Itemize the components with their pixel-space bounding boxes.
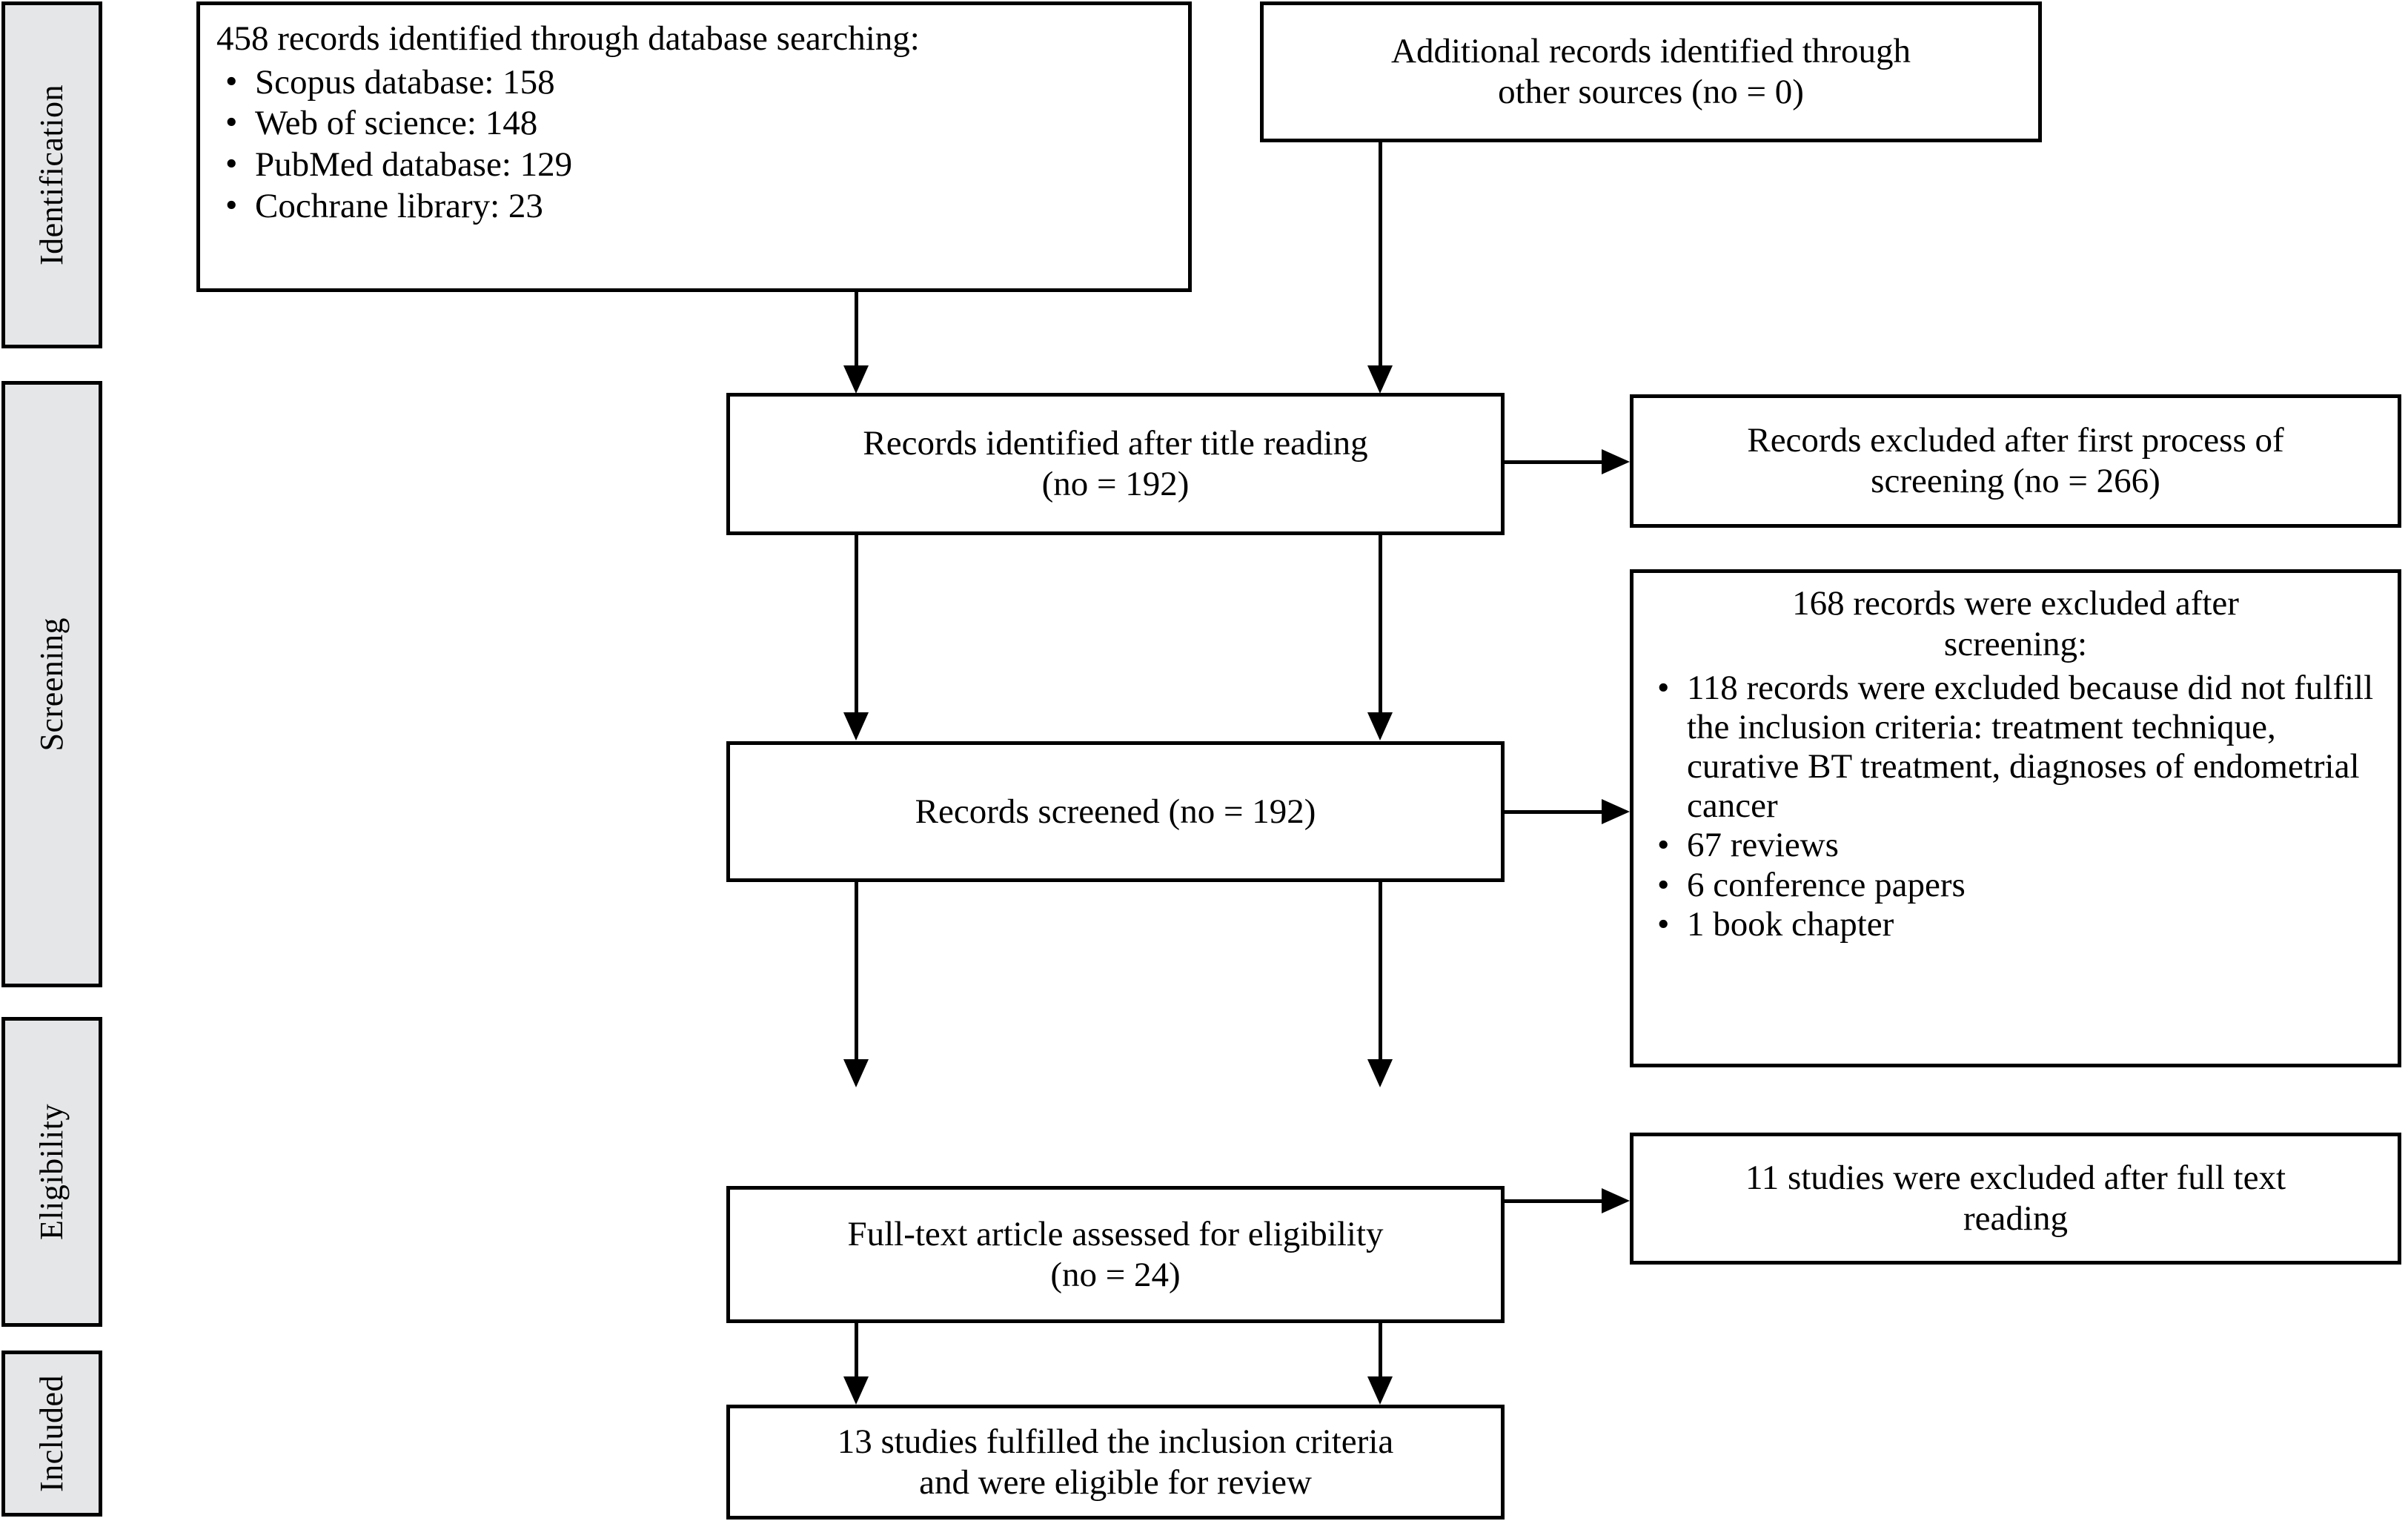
stage-label-identification-text: Identification [33,84,70,265]
arrow-fulltext-to-included-left [843,1376,869,1405]
connector-fulltext-to-included-right [1379,1323,1382,1381]
list-item: 1 book chapter [1657,904,2383,946]
box-excluded-first-text: Records excluded after first process of … [1747,421,2284,500]
connector-title-to-excluded-first [1505,460,1605,464]
box-excluded-screening-list: 118 records were excluded because did no… [1648,668,2383,946]
connector-title-to-screened-left [855,535,858,717]
arrow-other-sources-to-title [1367,365,1393,394]
stage-label-screening-text: Screening [33,617,70,752]
box-database-search: 458 records identified through database … [196,1,1192,292]
connector-other-sources-to-title [1379,142,1382,370]
stage-label-eligibility-text: Eligibility [33,1104,70,1240]
box-database-search-list: Scopus database: 158 Web of science: 148… [216,62,1172,228]
arrow-fulltext-to-excluded [1602,1188,1630,1213]
connector-screened-to-fulltext-right [1379,882,1382,1064]
box-excluded-fulltext-text: 11 studies were excluded after full text… [1745,1159,2286,1238]
arrow-title-to-screened-left [843,712,869,740]
connector-database-to-title [855,292,858,370]
box-records-screened-text: Records screened (no = 192) [915,792,1316,831]
box-other-sources-text: Additional records identified through ot… [1391,32,1911,111]
connector-fulltext-to-included-left [855,1323,858,1381]
list-item: PubMed database: 129 [225,144,1172,186]
list-item: Scopus database: 158 [225,62,1172,104]
box-database-search-heading: 458 records identified through database … [216,19,920,58]
box-included-final: 13 studies fulfilled the inclusion crite… [726,1405,1505,1520]
box-excluded-fulltext: 11 studies were excluded after full text… [1630,1133,2401,1265]
box-fulltext-eligibility-text: Full-text article assessed for eligibili… [847,1214,1384,1294]
list-item: 6 conference papers [1657,865,2383,907]
connector-screened-to-excluded [1505,810,1605,814]
connector-title-to-screened-right [1379,535,1382,717]
list-item: Cochrane library: 23 [225,185,1172,228]
box-included-final-text: 13 studies fulfilled the inclusion crite… [837,1422,1394,1502]
arrow-screened-to-fulltext-left [843,1059,869,1087]
box-excluded-screening: 168 records were excluded after screenin… [1630,569,2401,1067]
arrow-screened-to-excluded [1602,799,1630,824]
stage-label-included-text: Included [33,1375,70,1492]
arrow-database-to-title [843,365,869,394]
box-other-sources: Additional records identified through ot… [1260,1,2042,142]
arrow-screened-to-fulltext-right [1367,1059,1393,1087]
stage-label-eligibility: Eligibility [1,1017,102,1327]
box-title-reading-text: Records identified after title reading (… [863,424,1368,503]
arrow-title-to-screened-right [1367,712,1393,740]
list-item: Web of science: 148 [225,102,1172,145]
box-fulltext-eligibility: Full-text article assessed for eligibili… [726,1186,1505,1323]
box-title-reading: Records identified after title reading (… [726,393,1505,535]
stage-label-included: Included [1,1351,102,1517]
arrow-fulltext-to-included-right [1367,1376,1393,1405]
box-excluded-screening-heading: 168 records were excluded after screenin… [1792,584,2239,663]
connector-screened-to-fulltext-left [855,882,858,1064]
list-item: 67 reviews [1657,825,2383,866]
box-excluded-first: Records excluded after first process of … [1630,394,2401,528]
arrow-title-to-excluded-first [1602,449,1630,474]
stage-label-identification: Identification [1,1,102,348]
box-records-screened: Records screened (no = 192) [726,741,1505,882]
connector-fulltext-to-excluded [1505,1199,1605,1203]
stage-label-screening: Screening [1,381,102,987]
list-item: 118 records were excluded because did no… [1657,668,2383,826]
